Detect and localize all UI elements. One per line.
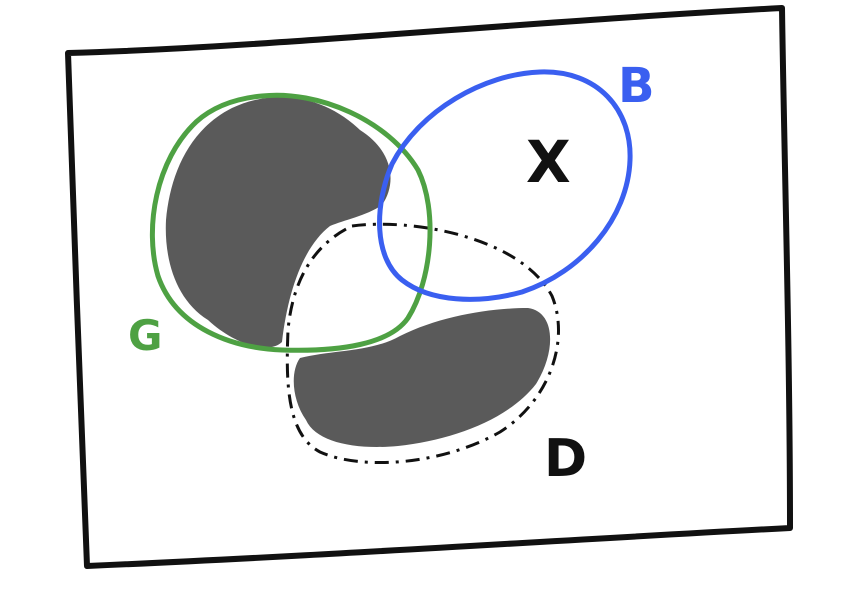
shaded-region-g — [165, 97, 391, 348]
label-d: D — [544, 429, 587, 489]
blue-circle-b — [377, 69, 633, 302]
dashed-circle-d — [285, 222, 560, 465]
point-x-label: X — [526, 128, 571, 196]
label-b: B — [618, 58, 655, 114]
label-g: G — [128, 311, 162, 360]
shaded-region-d — [293, 308, 551, 447]
frame-border — [65, 5, 793, 569]
green-circle-g — [149, 92, 433, 353]
